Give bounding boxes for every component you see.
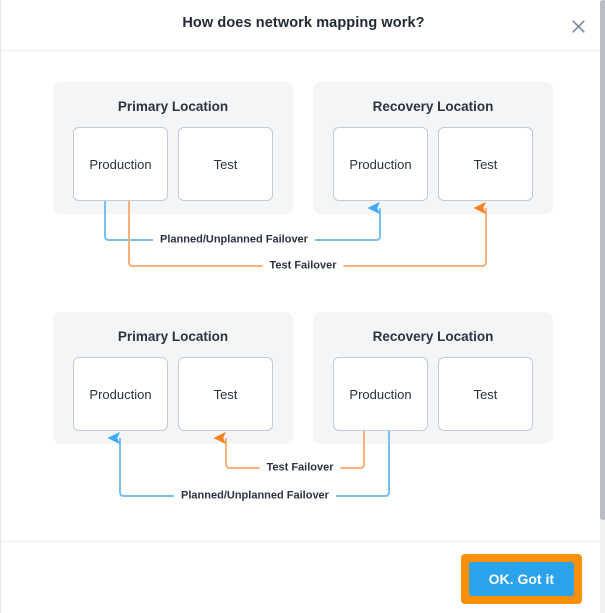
node-label: Test: [213, 156, 238, 172]
node-recovery-production-row2: Production: [333, 357, 428, 431]
scrollbar-thumb[interactable]: [600, 0, 605, 520]
panel-title: Recovery Location: [372, 99, 494, 114]
modal-header: How does network mapping work?: [1, 0, 605, 51]
ok-button-focus-ring: OK. Got it: [460, 554, 582, 604]
node-recovery-test-row2: Test: [438, 357, 533, 431]
page-title: How does network mapping work?: [182, 15, 425, 31]
node-label: Production: [89, 156, 152, 172]
panel-title: Recovery Location: [372, 329, 494, 344]
panel-title: Primary Location: [117, 329, 229, 344]
node-label: Production: [349, 156, 412, 172]
wire-label-planned-unplanned-failover-row1: Planned/Unplanned Failover: [153, 233, 315, 247]
node-recovery-test-row1: Test: [438, 127, 533, 201]
node-label: Test: [473, 386, 498, 402]
node-label: Production: [349, 386, 412, 402]
node-primary-test-row1: Test: [178, 127, 273, 201]
close-icon[interactable]: [566, 14, 590, 38]
wire-label-test-failover-row2: Test Failover: [259, 461, 341, 475]
node-label: Production: [89, 386, 152, 402]
modal-body: Primary Location Production Test Recover…: [1, 51, 605, 541]
node-recovery-production-row1: Production: [333, 127, 428, 201]
node-primary-production-row2: Production: [73, 357, 168, 431]
wire-label-test-failover-row1: Test Failover: [262, 259, 344, 273]
network-mapping-diagram: Primary Location Production Test Recover…: [1, 51, 605, 541]
ok-got-it-button[interactable]: OK. Got it: [468, 562, 574, 596]
wire-label-planned-unplanned-failover-row2: Planned/Unplanned Failover: [174, 489, 336, 503]
node-label: Test: [213, 386, 238, 402]
modal-footer: OK. Got it: [1, 541, 605, 613]
node-primary-test-row2: Test: [178, 357, 273, 431]
panel-title: Primary Location: [117, 99, 229, 114]
node-label: Test: [473, 156, 498, 172]
scrollbar-track[interactable]: [600, 0, 605, 613]
node-primary-production-row1: Production: [73, 127, 168, 201]
